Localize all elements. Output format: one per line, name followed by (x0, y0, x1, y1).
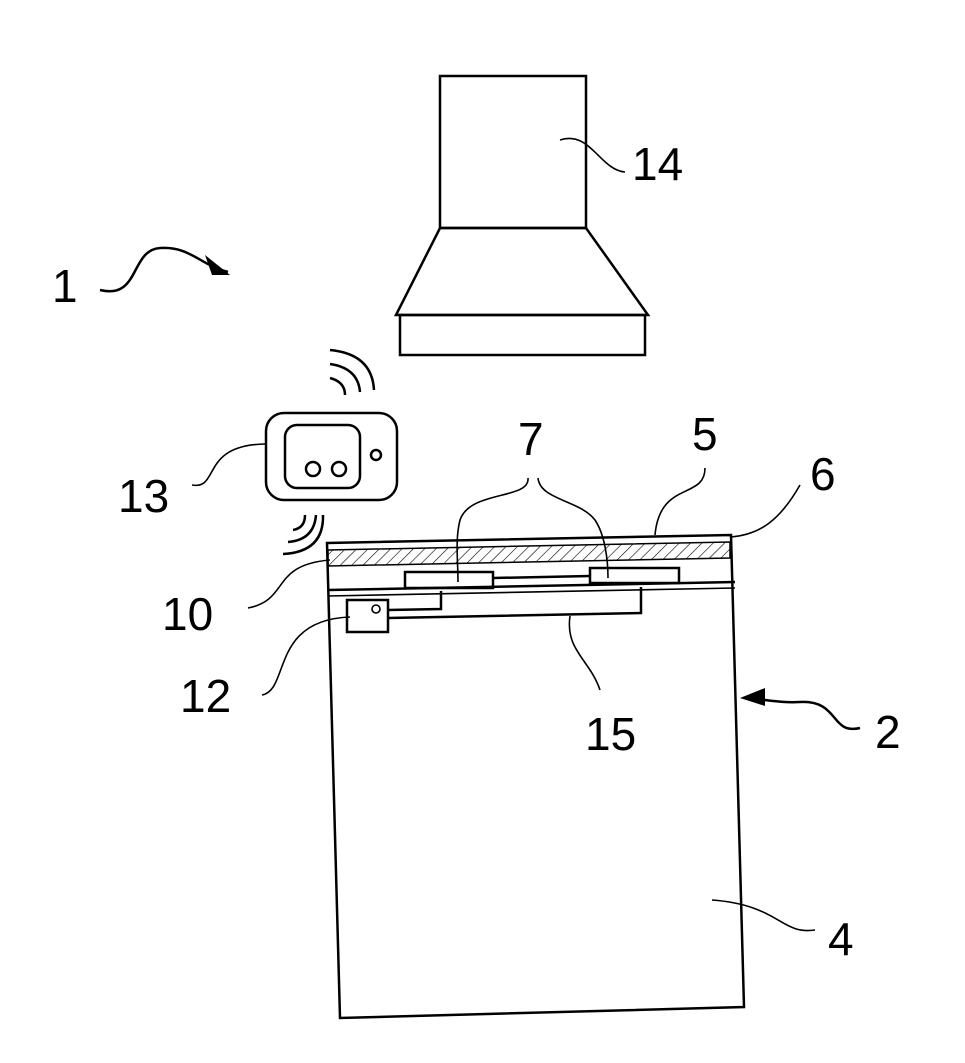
label-sensor-layer: 10 (162, 588, 213, 640)
label-layer: 6 (810, 448, 836, 500)
label-wiring: 15 (585, 708, 636, 760)
label-top-plate: 5 (692, 408, 718, 460)
leader-lines (99, 137, 861, 932)
appliance (325, 533, 746, 1020)
label-control-unit: 12 (180, 670, 231, 722)
label-body: 4 (828, 913, 854, 965)
label-hood: 14 (632, 138, 683, 190)
label-system: 1 (52, 260, 78, 312)
label-remote-device: 13 (118, 470, 169, 522)
extractor-hood (393, 74, 651, 357)
remote-device (264, 411, 399, 502)
label-appliance: 2 (875, 706, 901, 758)
label-heating-elements: 7 (518, 413, 544, 465)
wireless-signal-icon (282, 514, 325, 556)
wireless-signal-icon (329, 348, 376, 396)
